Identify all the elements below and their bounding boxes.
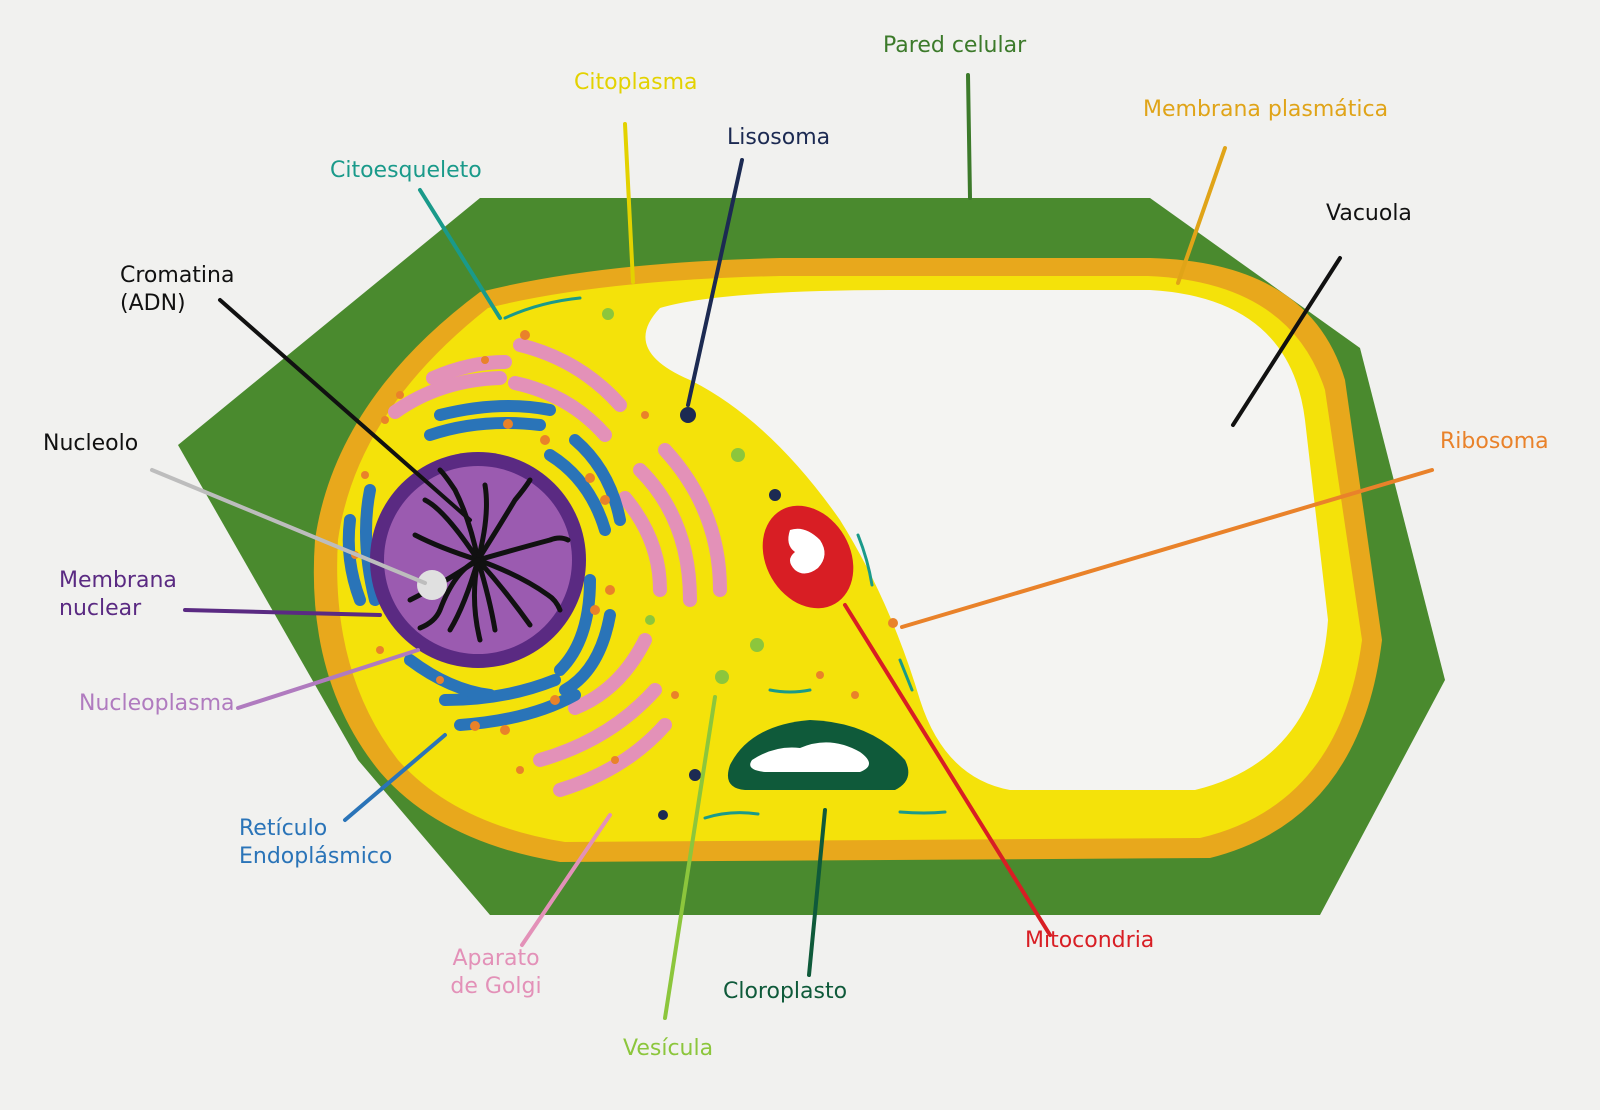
leader-nucleolo bbox=[150, 468, 427, 585]
leader-lines bbox=[150, 73, 1434, 1020]
mitochondria bbox=[762, 505, 854, 609]
leader-aparato-golgi bbox=[520, 813, 612, 947]
leader-citoplasma bbox=[623, 122, 635, 284]
label-vacuola: Vacuola bbox=[1326, 201, 1412, 226]
chloroplast bbox=[727, 720, 909, 790]
label-reticulo: Retículo Endoplásmico bbox=[239, 816, 393, 869]
label-vesicula: Vesícula bbox=[623, 1036, 714, 1061]
label-ribosoma: Ribosoma bbox=[1440, 429, 1549, 454]
leader-vesicula bbox=[663, 695, 717, 1020]
label-lisosoma: Lisosoma bbox=[727, 125, 831, 150]
label-mitocondria: Mitocondria bbox=[1025, 928, 1155, 953]
nucleolus bbox=[417, 570, 447, 600]
vacuole bbox=[645, 290, 1328, 790]
leader-pared-celular bbox=[966, 73, 972, 200]
leader-membrana-plasmatica bbox=[1176, 146, 1227, 285]
label-nucleoplasma: Nucleoplasma bbox=[79, 691, 235, 716]
leader-cromatina bbox=[218, 298, 472, 522]
leader-mitocondria bbox=[843, 603, 1052, 937]
leader-vacuola bbox=[1231, 256, 1342, 427]
label-membrana-plasmatica: Membrana plasmática bbox=[1143, 97, 1389, 122]
leader-ribosoma bbox=[900, 468, 1434, 629]
label-cromatina: Cromatina (ADN) bbox=[120, 263, 235, 316]
label-nucleolo: Nucleolo bbox=[43, 431, 139, 456]
label-aparato-golgi: Aparato de Golgi bbox=[450, 946, 542, 999]
label-cloroplasto: Cloroplasto bbox=[723, 979, 848, 1004]
lysosomes bbox=[658, 407, 781, 820]
label-citoesqueleto: Citoesqueleto bbox=[330, 158, 482, 183]
label-membrana-nuclear: Membrana nuclear bbox=[59, 568, 177, 621]
golgi-apparatus bbox=[388, 338, 727, 797]
ribosomes bbox=[351, 330, 898, 774]
leader-lisosoma bbox=[686, 158, 744, 407]
cytoskeleton-fibers bbox=[503, 296, 947, 820]
leader-cloroplasto bbox=[807, 808, 827, 977]
label-citoplasma: Citoplasma bbox=[574, 70, 698, 95]
chromatin bbox=[407, 467, 571, 643]
leader-nucleoplasma bbox=[236, 648, 420, 710]
endoplasmic-reticulum bbox=[342, 400, 626, 731]
leader-membrana-nuclear bbox=[183, 608, 382, 617]
vesicles bbox=[602, 308, 764, 684]
leader-citoesqueleto bbox=[418, 188, 502, 320]
label-pared-celular: Pared celular bbox=[883, 33, 1027, 58]
leader-reticulo bbox=[343, 733, 447, 822]
